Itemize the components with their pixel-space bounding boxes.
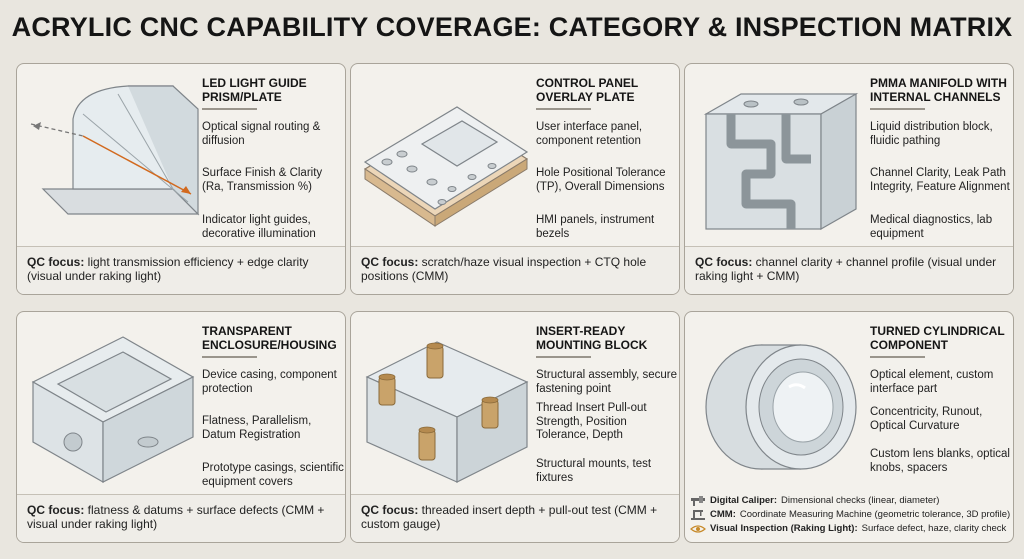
function-text: Liquid distribution block, fluidic pathi… [870, 121, 993, 147]
ctq-text: Surface Finish & Clarity (Ra, Transmissi… [202, 167, 323, 193]
eye-icon [690, 525, 706, 533]
inspection-legend: Digital Caliper:Dimensional checks (line… [684, 488, 1014, 551]
applications-text: Prototype casings, scientific equipment … [202, 462, 344, 488]
legend-item-caliper: Digital Caliper:Dimensional checks (line… [690, 494, 1008, 508]
category-title: PMMA MANIFOLD WITH INTERNAL CHANNELS [870, 76, 1007, 104]
light-guide-prism-illustration [30, 85, 200, 216]
applications-text: Structural mounts, test fixtures [536, 458, 652, 484]
category-title: CONTROL PANEL OVERLAY PLATE [536, 76, 639, 104]
legend-text: Coordinate Measuring Machine (geometric … [739, 509, 1011, 520]
title-underline [536, 356, 591, 358]
qc-label: QC focus: [27, 255, 85, 269]
function-text: Optical element, custom interface part [870, 369, 994, 395]
qc-text: flatness & datums + surface defects (CMM… [27, 503, 325, 531]
title-underline [202, 108, 257, 110]
cylindrical-lens-illustration [705, 344, 857, 470]
category-title: TRANSPARENT ENCLOSURE/HOUSING [202, 324, 337, 352]
card-transparent-enclosure: TRANSPARENT ENCLOSURE/HOUSING Device cas… [16, 311, 346, 543]
qc-focus: QC focus: threaded insert depth + pull-o… [351, 494, 679, 542]
ctq-text: Thread Insert Pull-out Strength, Positio… [536, 402, 647, 441]
qc-label: QC focus: [361, 503, 419, 517]
mounting-block-illustration [365, 341, 529, 483]
legend-item-cmm: CMM:Coordinate Measuring Machine (geomet… [690, 508, 1011, 522]
ctq-text: Concentricity, Runout, Optical Curvature [870, 406, 983, 432]
legend-text: Surface defect, haze, clarity check [861, 523, 1007, 534]
title-underline [870, 108, 925, 110]
overlay-plate-illustration [363, 106, 529, 227]
card-insert-mounting-block: INSERT-READY MOUNTING BLOCK Structural a… [350, 311, 680, 543]
title-underline [202, 356, 257, 358]
qc-label: QC focus: [695, 255, 753, 269]
applications-text: Custom lens blanks, optical knobs, space… [870, 448, 1010, 474]
enclosure-housing-illustration [31, 336, 195, 484]
qc-text: channel clarity + channel profile (visua… [695, 255, 997, 283]
qc-label: QC focus: [361, 255, 419, 269]
function-text: User interface panel, component retentio… [536, 121, 643, 147]
legend-label: Digital Caliper: [710, 495, 778, 506]
ctq-text: Channel Clarity, Leak Path Integrity, Fe… [870, 167, 1010, 193]
category-title: TURNED CYLINDRICAL COMPONENT [870, 324, 1005, 352]
category-title: LED LIGHT GUIDE PRISM/PLATE [202, 76, 307, 104]
caliper-icon [691, 496, 705, 506]
card-led-light-guide: LED LIGHT GUIDE PRISM/PLATE Optical sign… [16, 63, 346, 295]
legend-item-visual: Visual Inspection (Raking Light):Surface… [690, 522, 1008, 536]
legend-label: Visual Inspection (Raking Light): [710, 523, 858, 534]
qc-label: QC focus: [27, 503, 85, 517]
page-title: ACRYLIC CNC CAPABILITY COVERAGE: CATEGOR… [11, 12, 1013, 42]
title-underline [870, 356, 925, 358]
qc-focus: QC focus: scratch/haze visual inspection… [351, 246, 679, 294]
qc-text: threaded insert depth + pull-out test (C… [361, 503, 658, 531]
applications-text: HMI panels, instrument bezels [536, 214, 655, 240]
card-control-panel-overlay: CONTROL PANEL OVERLAY PLATE User interfa… [350, 63, 680, 295]
function-text: Structural assembly, secure fastening po… [536, 369, 678, 395]
ctq-text: Hole Positional Tolerance (TP), Overall … [536, 167, 666, 193]
legend-text: Dimensional checks (linear, diameter) [781, 495, 940, 506]
function-text: Optical signal routing & diffusion [202, 121, 321, 147]
qc-focus: QC focus: channel clarity + channel prof… [685, 246, 1013, 294]
qc-text: scratch/haze visual inspection + CTQ hol… [361, 255, 647, 283]
qc-focus: QC focus: light transmission efficiency … [17, 246, 345, 294]
title-underline [536, 108, 591, 110]
cmm-icon [691, 510, 705, 520]
legend-label: CMM: [710, 509, 736, 520]
applications-text: Medical diagnostics, lab equipment [870, 214, 993, 240]
applications-text: Indicator light guides, decorative illum… [202, 214, 316, 240]
qc-text: light transmission efficiency + edge cla… [27, 255, 309, 283]
category-title: INSERT-READY MOUNTING BLOCK [536, 324, 648, 352]
function-text: Device casing, component protection [202, 369, 337, 395]
qc-focus: QC focus: flatness & datums + surface de… [17, 494, 345, 542]
card-turned-cylindrical: TURNED CYLINDRICAL COMPONENT Optical ele… [684, 311, 1014, 543]
ctq-text: Flatness, Parallelism, Datum Registratio… [202, 415, 312, 441]
manifold-block-illustration [703, 92, 859, 231]
card-pmma-manifold: PMMA MANIFOLD WITH INTERNAL CHANNELS Liq… [684, 63, 1014, 295]
